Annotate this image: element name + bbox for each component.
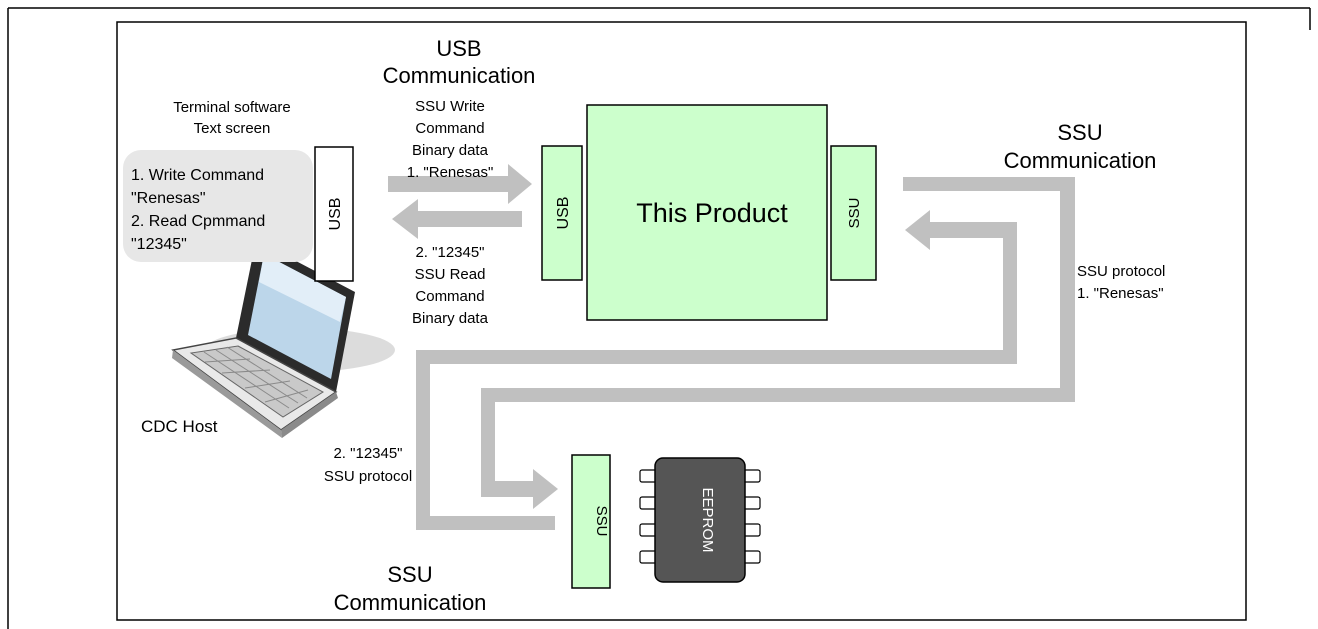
product-usb-port: [541, 145, 583, 281]
product-ssu-port: [830, 145, 877, 281]
text-screen-bubble: [123, 150, 313, 262]
product-name: This Product: [636, 198, 788, 228]
eeprom-ssu-port: [571, 454, 611, 589]
usb-read-line2: SSU Read: [415, 266, 486, 283]
product-usb-label: USB: [555, 197, 572, 230]
product-ssu-label: SSU: [846, 198, 863, 229]
screen-line-3: 2. Read Cpmmand: [131, 213, 265, 230]
ssu-protocol-right-line1: SSU protocol: [1077, 263, 1165, 280]
usb-read-line3: Command: [415, 288, 484, 305]
product-block: This Product USB SSU: [541, 104, 877, 321]
eeprom-block: SSU EEPROM: [571, 454, 761, 589]
eeprom-chip: [654, 457, 746, 583]
product-body: [586, 104, 828, 321]
usb-read-arrow: [392, 199, 522, 239]
terminal-screen: 1. Write Command "Renesas" 2. Read Cpmma…: [123, 150, 313, 262]
screen-line-2: "Renesas": [131, 190, 206, 207]
ssu-comm-bottom-line2: Communication: [334, 590, 487, 615]
host-usb-port: USB: [314, 146, 354, 282]
cdc-host-label: CDC Host: [141, 417, 218, 436]
usb-comm-line1: USB: [436, 36, 481, 61]
usb-read-line1: 2. "12345": [415, 244, 484, 261]
arrows: [388, 164, 1075, 530]
host-usb-label: USB: [327, 198, 344, 231]
ssu-comm-right-line1: SSU: [1057, 120, 1102, 145]
ssu-protocol-right-line2: 1. "Renesas": [1077, 285, 1164, 302]
screen-line-4: "12345": [131, 236, 187, 253]
eeprom-ssu-label: SSU: [593, 506, 610, 537]
usb-write-line3: Binary data: [412, 142, 489, 159]
usb-comm-line2: Communication: [383, 63, 536, 88]
ssu-protocol-left-line1: 2. "12345": [333, 445, 402, 462]
terminal-line2: Text screen: [194, 120, 271, 137]
terminal-line1: Terminal software: [173, 99, 291, 116]
ssu-protocol-left-line2: SSU protocol: [324, 468, 412, 485]
screen-line-1: 1. Write Command: [131, 167, 264, 184]
laptop-icon: [171, 240, 395, 438]
usb-read-line4: Binary data: [412, 310, 489, 327]
eeprom-label: EEPROM: [699, 487, 716, 552]
figure-frame: [116, 21, 1247, 621]
usb-write-arrow: [388, 164, 532, 204]
ssu-write-arrow: [481, 177, 1075, 509]
ssu-comm-bottom-line1: SSU: [387, 562, 432, 587]
usb-write-line1: SSU Write: [415, 98, 485, 115]
ssu-comm-right-line2: Communication: [1004, 148, 1157, 173]
usb-write-line2: Command: [415, 120, 484, 137]
usb-write-line4: 1. "Renesas": [407, 164, 494, 181]
